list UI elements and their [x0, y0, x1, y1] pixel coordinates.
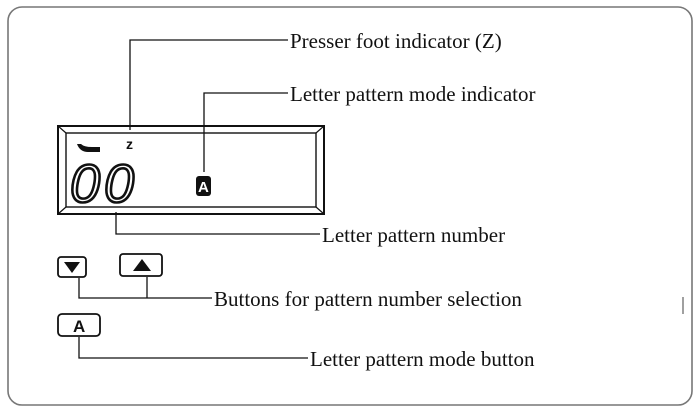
- callout-mode-button: Letter pattern mode button: [310, 347, 535, 371]
- down-button[interactable]: [57, 256, 87, 278]
- svg-text:A: A: [198, 179, 209, 196]
- lcd-display: z 00 A: [57, 125, 325, 215]
- presser-foot-z: z: [126, 136, 133, 152]
- leader-selection-buttons: [78, 278, 212, 299]
- leader-mode-button: [78, 337, 308, 359]
- leader-pattern-number: [115, 212, 320, 235]
- triangle-up-icon: [133, 259, 151, 271]
- leader-mode-indicator: [203, 92, 288, 172]
- panel-frame: [7, 6, 693, 406]
- triangle-down-icon: [64, 262, 80, 273]
- mode-button[interactable]: A: [57, 313, 101, 337]
- svg-text:A: A: [73, 317, 85, 336]
- callout-mode-indicator: Letter pattern mode indicator: [290, 82, 535, 106]
- presser-foot-icon: [77, 144, 100, 152]
- callout-selection-buttons: Buttons for pattern number selection: [214, 287, 522, 311]
- leader-presser-foot: [129, 39, 288, 130]
- callout-presser-foot-indicator: Presser foot indicator (Z): [290, 29, 502, 53]
- mode-indicator-badge: A: [196, 176, 211, 196]
- up-button[interactable]: [119, 253, 163, 277]
- callout-pattern-number: Letter pattern number: [322, 223, 505, 247]
- pattern-number-digits: 00: [70, 154, 138, 214]
